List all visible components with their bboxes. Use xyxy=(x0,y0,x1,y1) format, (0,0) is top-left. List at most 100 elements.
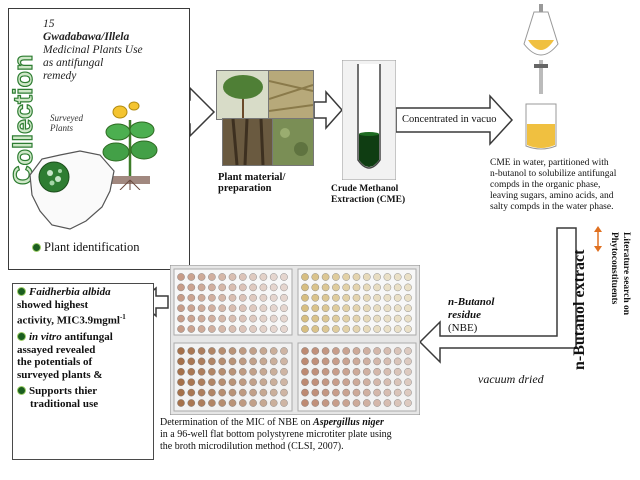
well xyxy=(383,273,392,281)
well xyxy=(249,388,257,397)
well xyxy=(393,378,402,386)
well xyxy=(187,293,196,302)
well xyxy=(383,368,392,376)
well xyxy=(362,347,371,355)
well xyxy=(352,325,361,333)
well xyxy=(301,273,309,281)
mic-line1-pre: Determination of the MIC of NBE on xyxy=(160,417,314,428)
well xyxy=(383,347,392,355)
result1-line3: activity, MIC3.9mgml xyxy=(17,314,120,327)
result2-line2: assayed revealed xyxy=(17,343,96,356)
well xyxy=(280,388,288,397)
arrow-butanol-down xyxy=(418,227,577,364)
result1-line2: showed highest xyxy=(17,298,89,311)
well xyxy=(208,273,216,281)
collection-box xyxy=(8,8,190,270)
well xyxy=(228,399,237,407)
well xyxy=(187,325,196,333)
well xyxy=(280,357,288,366)
well xyxy=(187,368,196,376)
well xyxy=(311,273,320,281)
collection-line3: Medicinal Plants Use xyxy=(43,44,143,56)
well xyxy=(332,283,340,292)
well xyxy=(239,304,247,313)
well xyxy=(218,368,227,376)
well xyxy=(239,325,247,333)
collection-line5: remedy xyxy=(43,70,77,82)
result2-pre: in vitro xyxy=(29,331,62,344)
well xyxy=(197,378,206,386)
well xyxy=(249,325,257,333)
result-in-vitro: in vitro antifungal assayed revealed the… xyxy=(17,331,149,381)
well xyxy=(269,283,278,292)
well xyxy=(404,273,412,281)
well xyxy=(177,314,185,323)
well xyxy=(177,273,185,281)
well xyxy=(332,273,340,281)
well xyxy=(383,357,392,366)
well xyxy=(280,283,288,292)
well xyxy=(301,325,309,333)
well xyxy=(362,357,371,366)
well xyxy=(383,388,392,397)
well xyxy=(332,399,340,407)
well xyxy=(177,325,185,333)
well xyxy=(197,368,206,376)
well xyxy=(393,399,402,407)
well xyxy=(321,293,330,302)
well xyxy=(362,368,371,376)
well xyxy=(280,378,288,386)
well xyxy=(332,368,340,376)
well xyxy=(352,304,361,313)
bullet-icon xyxy=(17,287,26,296)
well xyxy=(280,273,288,281)
well xyxy=(197,399,206,407)
well xyxy=(321,273,330,281)
well xyxy=(177,347,185,355)
well xyxy=(404,325,412,333)
well xyxy=(311,399,320,407)
result2-line1: antifungal xyxy=(61,331,113,344)
photo-powder xyxy=(272,118,314,166)
partition-line4: leaving sugars, amino acids, and xyxy=(490,191,614,201)
well xyxy=(218,283,227,292)
well xyxy=(187,273,196,281)
well xyxy=(280,399,288,407)
well xyxy=(311,304,320,313)
plant-illustration-icon xyxy=(102,101,158,190)
well xyxy=(352,314,361,323)
result-supports: Supports thier traditional use xyxy=(17,385,149,410)
partition-line1: CME in water, partitioned with xyxy=(490,158,609,168)
well xyxy=(187,378,196,386)
nbe-label: n-Butanol residue (NBE) xyxy=(448,296,494,335)
well xyxy=(228,368,237,376)
well xyxy=(249,273,257,281)
well xyxy=(342,388,350,397)
well xyxy=(239,293,247,302)
photo-dry-leaves xyxy=(268,70,314,120)
well xyxy=(393,347,402,355)
well xyxy=(373,283,381,292)
well xyxy=(393,314,402,323)
well xyxy=(301,357,309,366)
well xyxy=(362,325,371,333)
well xyxy=(280,293,288,302)
well xyxy=(352,388,361,397)
well xyxy=(228,357,237,366)
well xyxy=(208,357,216,366)
well xyxy=(239,399,247,407)
well xyxy=(218,273,227,281)
well xyxy=(301,399,309,407)
well xyxy=(280,314,288,323)
arrow-concentrate xyxy=(395,94,514,146)
well xyxy=(228,273,237,281)
result2-line4: surveyed plants & xyxy=(17,368,103,381)
well xyxy=(342,368,350,376)
well xyxy=(208,325,216,333)
well xyxy=(269,273,278,281)
well xyxy=(259,368,268,376)
well xyxy=(383,304,392,313)
well xyxy=(197,293,206,302)
well xyxy=(362,304,371,313)
well xyxy=(228,293,237,302)
